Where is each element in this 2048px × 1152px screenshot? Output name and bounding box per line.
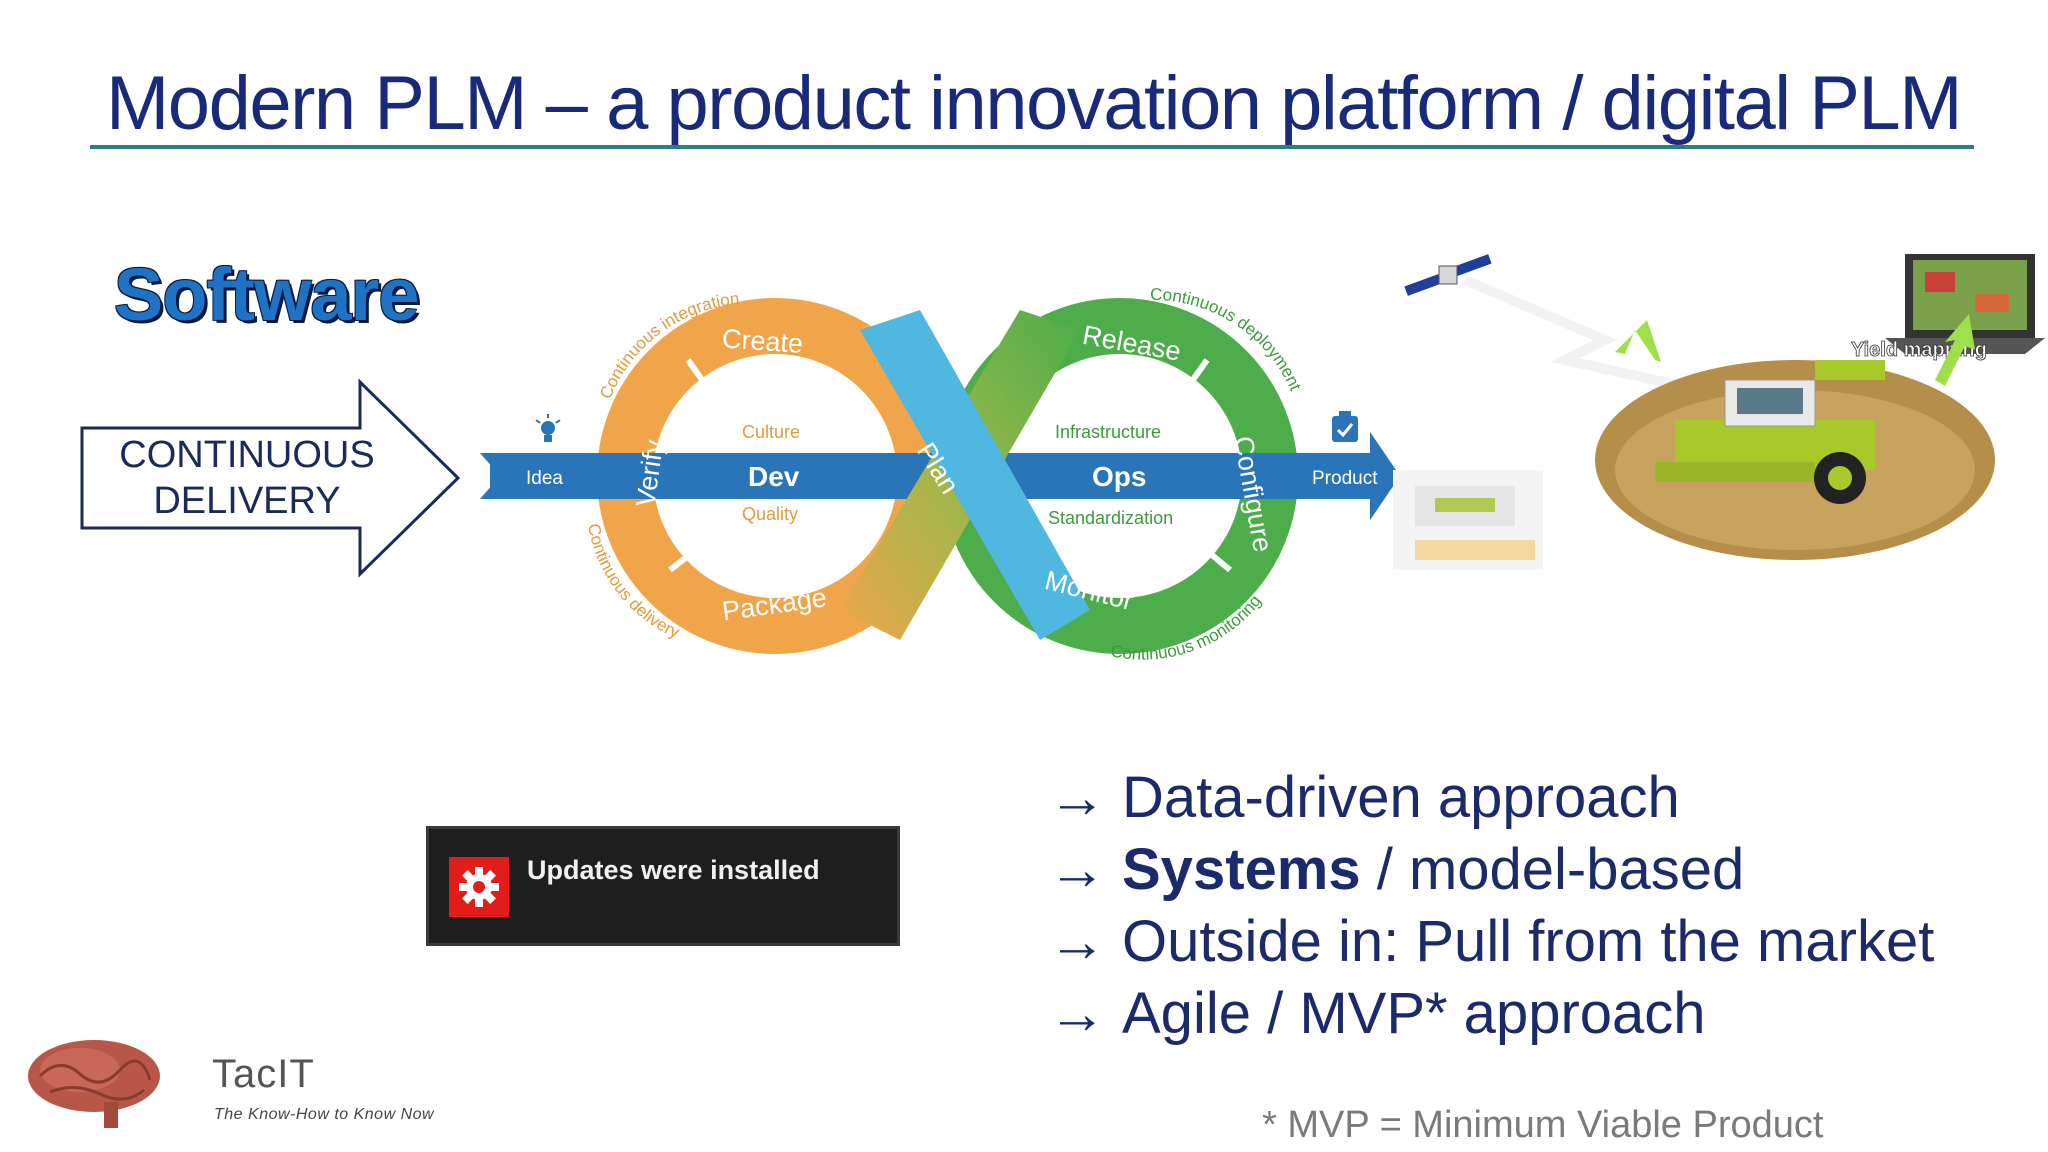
bullet-text: Data-driven approach: [1122, 765, 1680, 830]
gear-icon: [449, 857, 509, 917]
bullet-data-driven: → Data-driven approach: [1048, 762, 2008, 834]
bullet-text: / model-based: [1360, 837, 1745, 902]
dev-label: Dev: [748, 461, 800, 492]
upload-arrow-right: [1935, 314, 1975, 386]
continuous-delivery-label: CONTINUOUS DELIVERY: [92, 432, 402, 524]
bullet-systems: → Systems / model-based: [1048, 834, 2008, 906]
combine-harvester: [1655, 360, 1885, 504]
ops-label: Ops: [1092, 461, 1146, 492]
clipboard-icon: [1332, 411, 1358, 442]
laptop-yield-map: Yield mapping: [1851, 254, 2045, 361]
bullet-agile: → Agile / MVP* approach: [1048, 978, 2008, 1050]
upload-arrow-left: [1615, 320, 1661, 362]
product-label: Product: [1312, 468, 1378, 489]
logo-tagline: The Know-How to Know Now: [214, 1106, 435, 1123]
bullet-text: Agile / MVP* approach: [1122, 981, 1706, 1046]
infrastructure-label: Infrastructure: [1055, 422, 1161, 442]
bullet-text: Outside in: Pull from the market: [1122, 909, 1935, 974]
logo-wordmark: TacIT: [212, 1052, 315, 1096]
smart-farming-illustration: Yield mapping: [1393, 254, 2045, 570]
plan-band: [860, 310, 1090, 640]
culture-label: Culture: [742, 422, 800, 442]
idea-label: Idea: [526, 468, 563, 489]
bullet-outside-in: → Outside in: Pull from the market: [1048, 906, 2008, 978]
bullet-bold-text: Systems: [1122, 837, 1361, 902]
title-divider: [90, 145, 1974, 149]
quality-label: Quality: [742, 504, 798, 524]
create-label: Create: [721, 323, 804, 359]
arrow-icon: →: [1048, 909, 1106, 974]
arrow-icon: →: [1048, 981, 1106, 1046]
benefit-list: → Data-driven approach → Systems / model…: [1048, 762, 2008, 1050]
continuous-delivery-arrow: [80, 378, 461, 578]
arrow-icon: →: [1048, 837, 1106, 902]
cd-line-2: DELIVERY: [153, 480, 341, 522]
terminal-screen: [1393, 470, 1543, 570]
slide-title: Modern PLM – a product innovation platfo…: [106, 61, 1963, 146]
devops-infinity-diagram: Idea Product Dev Ops Culture Quality Inf…: [480, 285, 1400, 664]
standardization-label: Standardization: [1048, 508, 1173, 528]
brain-logo-icon: [28, 1040, 160, 1128]
update-toast[interactable]: Updates were installed: [426, 826, 900, 946]
lightbulb-icon: [535, 414, 561, 442]
toast-message: Updates were installed: [527, 855, 820, 885]
cd-line-1: CONTINUOUS: [119, 434, 375, 476]
arrow-icon: →: [1048, 765, 1106, 830]
software-heading: Software: [114, 253, 420, 336]
mvp-footnote: * MVP = Minimum Viable Product: [1262, 1104, 1824, 1146]
satellite-icon: [1404, 254, 1492, 296]
